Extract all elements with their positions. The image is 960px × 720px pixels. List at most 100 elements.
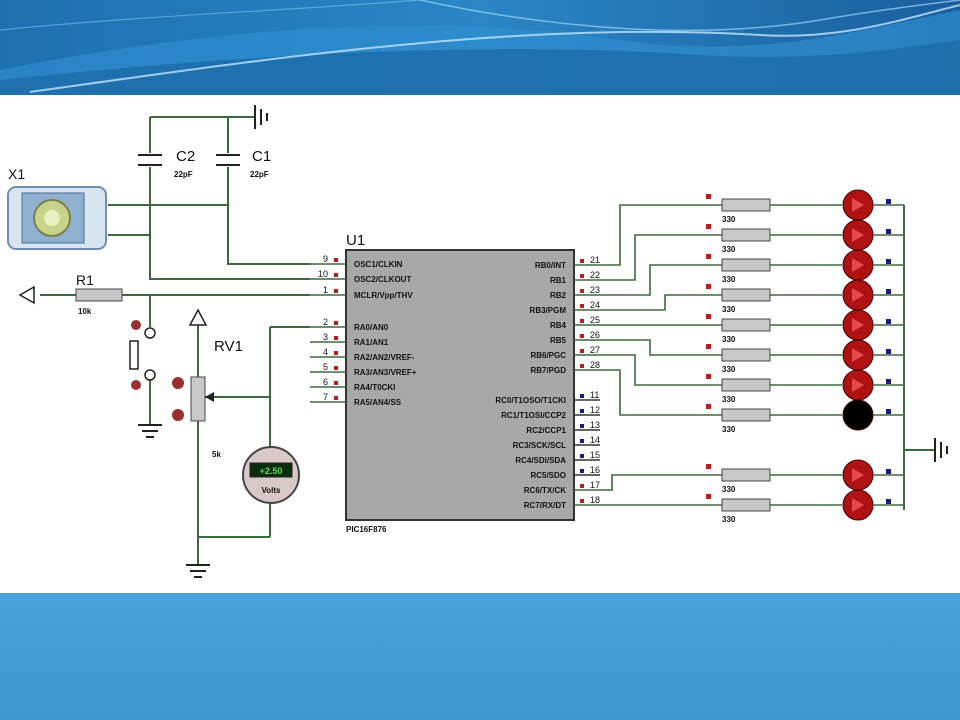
mcu-pin-number: 7 xyxy=(323,392,328,402)
capacitor-c2[interactable]: C2 22pF xyxy=(138,148,195,179)
potentiometer-rv1[interactable]: RV1 5k xyxy=(172,308,243,459)
mcu-pin-name: RC3/SCK/SCL xyxy=(513,441,566,450)
mcu-pin-number: 25 xyxy=(590,315,600,325)
pin-marker xyxy=(580,259,584,263)
mcu-pin-name: RA4/T0CKI xyxy=(354,383,395,392)
led-resistor-value: 330 xyxy=(722,515,736,524)
mcu-pin-name: RA0/AN0 xyxy=(354,323,389,332)
pin-marker xyxy=(580,289,584,293)
led-wire xyxy=(600,264,722,296)
pin-marker xyxy=(580,454,584,458)
reset-button[interactable] xyxy=(129,320,156,390)
mcu-pin-name: OSC2/CLKOUT xyxy=(354,275,411,284)
microcontroller-u1[interactable]: U1 PIC16F876 9OSC1/CLKIN10OSC2/CLKOUT1MC… xyxy=(310,232,600,534)
mcu-pin-name: RB0/INT xyxy=(535,261,566,270)
mcu-pin-number: 2 xyxy=(323,317,328,327)
mcu-pin-name: RA5/AN4/SS xyxy=(354,398,402,407)
resistor-r1-ref: R1 xyxy=(76,272,94,288)
pin-marker xyxy=(334,396,338,400)
ground-top xyxy=(254,105,268,129)
mcu-pin-name: RB3/PGM xyxy=(530,306,567,315)
led-arrow xyxy=(852,378,864,392)
mcu-pin-name: RB5 xyxy=(550,336,567,345)
led-arrow xyxy=(852,498,864,512)
pin-marker xyxy=(706,404,711,409)
mcu-pin-name: RA3/AN3/VREF+ xyxy=(354,368,417,377)
led-resistor xyxy=(721,288,771,302)
header-banner xyxy=(0,0,960,95)
resistor-r1[interactable]: R1 10k xyxy=(18,272,123,316)
pin-marker xyxy=(580,319,584,323)
pin-marker xyxy=(334,273,338,277)
led-resistor xyxy=(721,318,771,332)
pin-marker xyxy=(580,484,584,488)
led-wire xyxy=(600,369,722,416)
led-wire xyxy=(600,474,722,491)
pin-marker xyxy=(706,374,711,379)
mcu-pin-name: RB6/PGC xyxy=(530,351,566,360)
crystal-x1[interactable]: X1 xyxy=(7,166,107,250)
led-wire xyxy=(600,339,722,356)
mcu-pin-name: RC5/SDO xyxy=(530,471,566,480)
mcu-pin-name: RA2/AN2/VREF- xyxy=(354,353,415,362)
pin-marker xyxy=(580,469,584,473)
pin-marker xyxy=(334,351,338,355)
mcu-pin-name: RC6/TX/CK xyxy=(524,486,566,495)
led-arrow xyxy=(852,348,864,362)
pin-marker xyxy=(886,469,891,474)
mcu-pin-number: 15 xyxy=(590,450,600,460)
voltmeter[interactable]: +2.50 Volts xyxy=(242,446,300,504)
pin-marker xyxy=(580,424,584,428)
led-arrow xyxy=(852,288,864,302)
mcu-pin-number: 11 xyxy=(590,390,599,400)
pin-marker xyxy=(706,344,711,349)
pin-marker xyxy=(706,194,711,199)
mcu-pin-name: RC7/RX/DT xyxy=(524,501,566,510)
mcu-pin-number: 12 xyxy=(590,405,600,415)
mcu-pin-name: RA1/AN1 xyxy=(354,338,389,347)
mcu-pin-number: 5 xyxy=(323,362,328,372)
pin-marker xyxy=(580,439,584,443)
mcu-pin-number: 23 xyxy=(590,285,600,295)
mcu-pin-number: 26 xyxy=(590,330,600,340)
led-arrow xyxy=(852,198,864,212)
capacitor-c1-ref: C1 xyxy=(252,148,271,165)
led-resistor-value: 330 xyxy=(722,215,736,224)
mcu-pin-name: RC4/SDI/SDA xyxy=(515,456,566,465)
mcu-pin-name: MCLR/Vpp/THV xyxy=(354,291,413,300)
wave-decoration xyxy=(0,0,960,95)
led-resistor-value: 330 xyxy=(722,335,736,344)
mcu-pin-number: 16 xyxy=(590,465,600,475)
mcu-pin-number: 1 xyxy=(323,285,328,295)
pin-marker xyxy=(886,349,891,354)
led-resistor xyxy=(721,468,771,482)
pin-marker xyxy=(706,464,711,469)
mcu-pin-number: 17 xyxy=(590,480,600,490)
pin-marker xyxy=(886,319,891,324)
pin-marker xyxy=(886,229,891,234)
mcu-pin-name: OSC1/CLKIN xyxy=(354,260,403,269)
led-resistor xyxy=(721,348,771,362)
pin-marker xyxy=(334,321,338,325)
pin-marker xyxy=(580,334,584,338)
led-wire xyxy=(600,204,722,266)
led-resistor xyxy=(721,408,771,422)
led-arrow xyxy=(852,228,864,242)
mcu-pin-name: RB2 xyxy=(550,291,567,300)
mcu-pin-name: RC2/CCP1 xyxy=(526,426,566,435)
pin-marker xyxy=(580,499,584,503)
mcu-pin-number: 3 xyxy=(323,332,328,342)
led-resistor xyxy=(721,228,771,242)
capacitor-c1-value: 22pF xyxy=(250,170,269,179)
schematic-canvas: C2 22pF C1 22pF X1 R1 10k RV1 5k xyxy=(0,95,960,593)
capacitor-c1[interactable]: C1 22pF xyxy=(216,148,271,179)
led-resistor xyxy=(721,258,771,272)
pin-marker xyxy=(334,381,338,385)
pin-marker xyxy=(334,366,338,370)
pin-marker xyxy=(580,364,584,368)
pin-marker xyxy=(886,259,891,264)
led-resistor xyxy=(721,498,771,512)
led-resistor-value: 330 xyxy=(722,365,736,374)
footer-band xyxy=(0,593,960,720)
pin-marker xyxy=(580,274,584,278)
